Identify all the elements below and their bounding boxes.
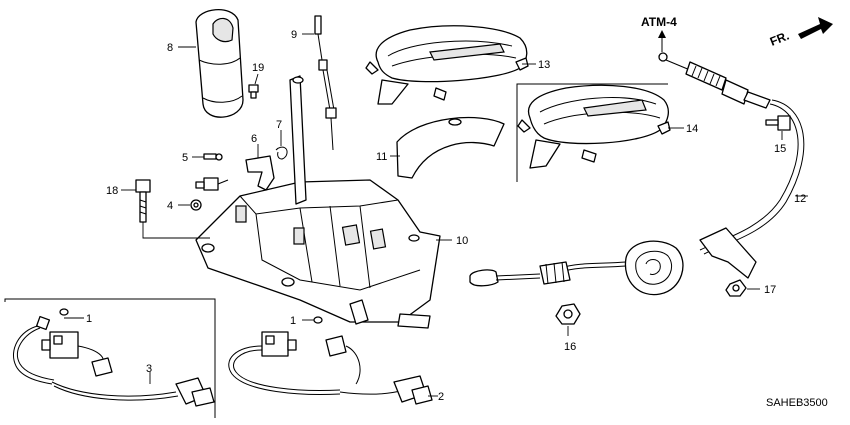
part-nut-4[interactable] — [190, 199, 202, 211]
group-box-harness-left — [4, 298, 216, 418]
part-shift-rod[interactable] — [314, 15, 337, 151]
part-screw-19[interactable] — [248, 84, 259, 99]
front-direction-indicator: FR. — [768, 17, 833, 49]
callout-1a: 1 — [86, 313, 92, 325]
callout-12: 12 — [794, 193, 806, 205]
callout-6: 6 — [251, 133, 257, 145]
group-box-cover-alt — [516, 83, 668, 182]
callout-3: 3 — [146, 363, 152, 375]
callout-13: 13 — [538, 59, 550, 71]
part-shift-base-housing[interactable] — [195, 75, 441, 329]
callout-8: 8 — [167, 42, 173, 54]
part-pin-5[interactable] — [203, 153, 223, 161]
reference-arrow-icon — [658, 30, 666, 38]
callout-1b: 1 — [290, 315, 296, 327]
part-indicator-cover-alt[interactable] — [517, 84, 671, 169]
reference-atm-4[interactable]: ATM-4 — [641, 15, 677, 52]
part-shift-cable[interactable] — [469, 52, 805, 296]
front-arrow-icon — [798, 17, 833, 39]
part-trim-plate[interactable] — [396, 116, 505, 179]
callout-5: 5 — [182, 152, 188, 164]
callout-4: 4 — [167, 200, 173, 212]
callout-15: 15 — [774, 143, 786, 155]
part-bolt-15[interactable] — [765, 115, 791, 131]
callout-16: 16 — [564, 341, 576, 353]
callout-10: 10 — [456, 235, 468, 247]
callout-11: 11 — [376, 151, 387, 163]
part-nut-17[interactable] — [725, 279, 747, 297]
callout-9: 9 — [291, 29, 297, 41]
direction-label: FR. — [768, 29, 791, 49]
part-lock-solenoid-small[interactable] — [195, 177, 229, 191]
callout-19: 19 — [252, 62, 264, 74]
part-spring-clip[interactable] — [275, 146, 288, 160]
callout-2: 2 — [438, 391, 444, 403]
part-bracket-6[interactable] — [245, 155, 275, 191]
reference-code-label: ATM-4 — [641, 15, 677, 29]
part-shift-knob[interactable] — [195, 8, 244, 118]
part-indicator-cover-upper[interactable] — [365, 25, 529, 105]
part-bolt-18[interactable] — [135, 179, 151, 223]
figure-code: SAHEB3500 — [766, 397, 828, 409]
callout-14: 14 — [686, 123, 698, 135]
callout-7: 7 — [276, 119, 282, 131]
callout-18: 18 — [106, 185, 118, 197]
part-wire-harness-3[interactable] — [13, 308, 215, 407]
part-nut-16[interactable] — [555, 303, 581, 325]
part-wire-harness-2[interactable] — [228, 316, 433, 405]
callout-17: 17 — [764, 284, 776, 296]
